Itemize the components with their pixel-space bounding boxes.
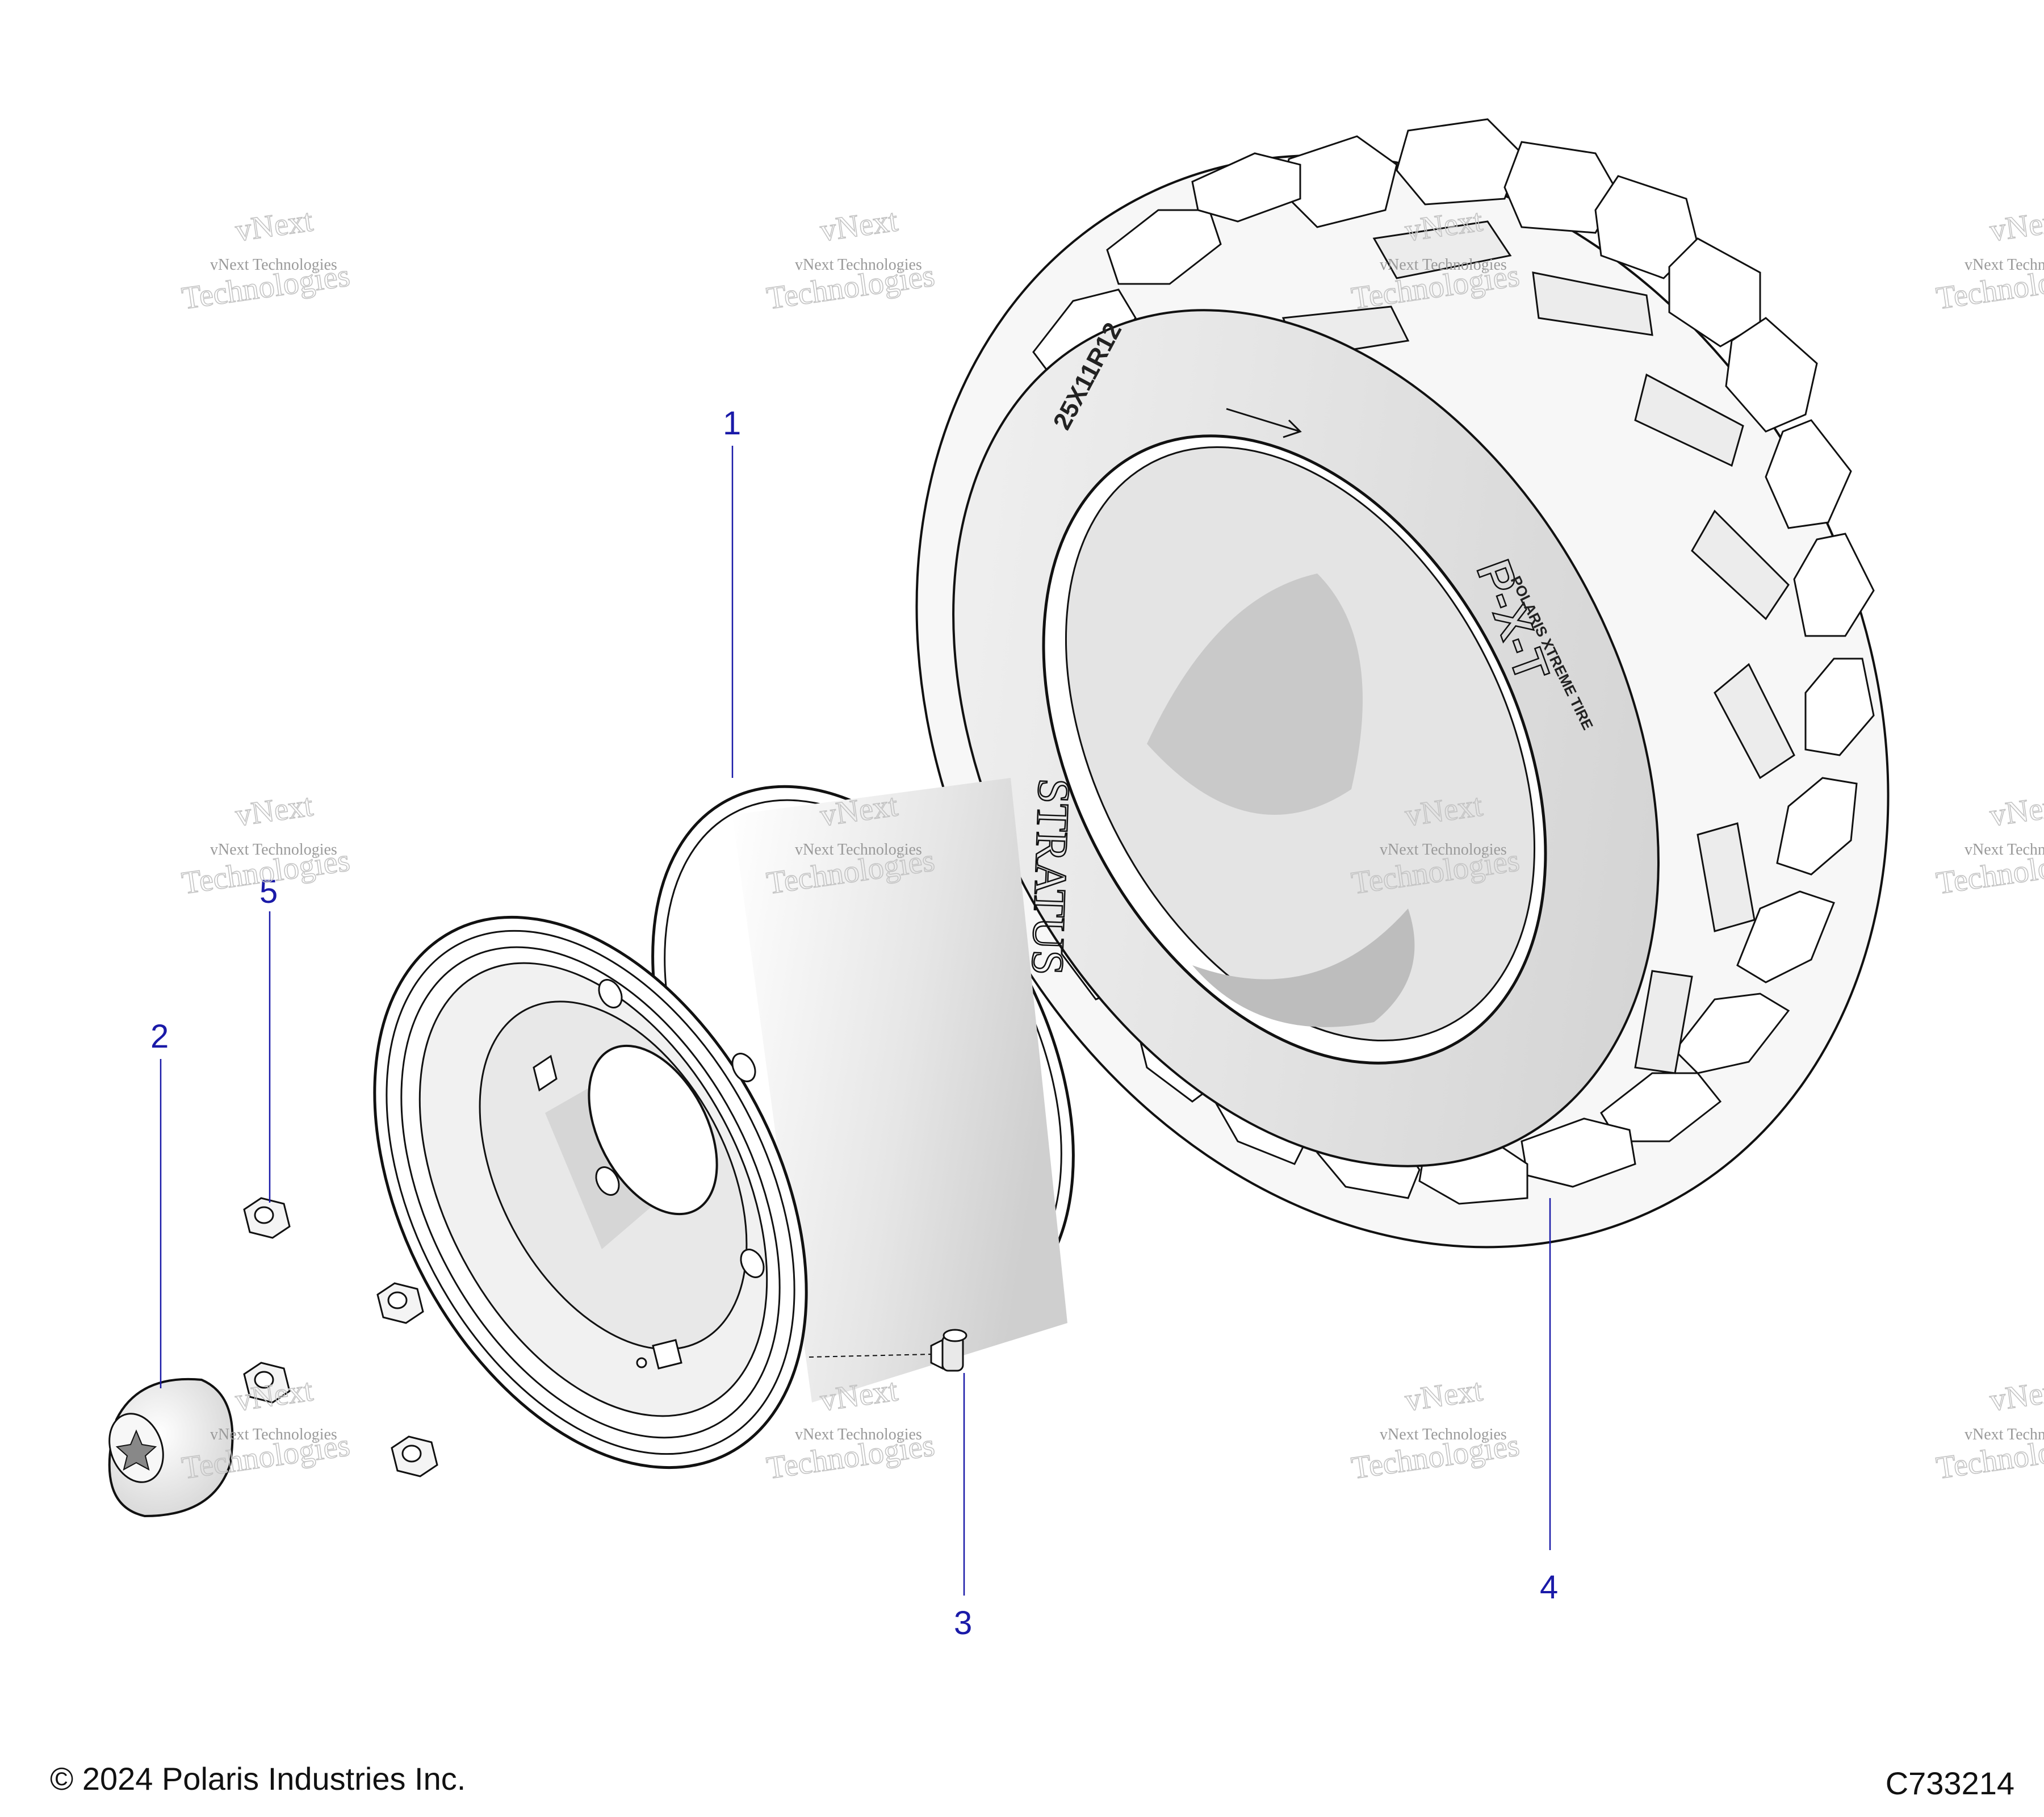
svg-text:vNext Technologies: vNext Technologies	[1965, 256, 2044, 274]
svg-text:vNext: vNext	[1988, 1372, 2044, 1418]
svg-text:vNext: vNext	[233, 788, 316, 834]
callout-5: 5	[259, 873, 278, 910]
svg-text:vNext Technologies: vNext Technologies	[1380, 841, 1507, 859]
lug-nut	[391, 1435, 438, 1477]
callout-1: 1	[723, 405, 741, 442]
watermark: vNext vNext Technologies Technologies	[1349, 1372, 1522, 1486]
callout-3: 3	[954, 1605, 972, 1642]
svg-text:vNext: vNext	[818, 203, 900, 249]
watermark: vNext vNext Technologies Technologies	[1934, 202, 2044, 316]
svg-text:vNext Technologies: vNext Technologies	[210, 1426, 337, 1443]
lug-nut	[243, 1197, 291, 1239]
leader-lines	[160, 446, 1551, 1596]
rotation-arrow	[1226, 408, 1302, 438]
svg-text:vNext Technologies: vNext Technologies	[795, 256, 922, 274]
callout-4: 4	[1540, 1569, 1558, 1606]
svg-text:vNext Technologies: vNext Technologies	[1965, 1426, 2044, 1443]
lug-nut	[376, 1282, 424, 1324]
watermark: vNext vNext Technologies Technologies	[1934, 1372, 2044, 1486]
svg-text:vNext: vNext	[1988, 203, 2044, 249]
svg-text:vNext Technologies: vNext Technologies	[210, 256, 337, 274]
polaris-star-icon	[115, 1429, 157, 1471]
copyright-notice: © 2024 Polaris Industries Inc.	[50, 1761, 466, 1797]
tread-inner-lugs	[1281, 220, 1795, 1074]
watermark: vNext vNext Technologies Technologies	[764, 1372, 937, 1486]
svg-text:vNext Technologies: vNext Technologies	[1965, 841, 2044, 859]
watermark: vNext vNext Technologies Technologies	[179, 202, 353, 316]
svg-text:vNext Technologies: vNext Technologies	[795, 1426, 922, 1443]
lug-holes	[595, 979, 765, 1278]
svg-text:vNext Technologies: vNext Technologies	[1380, 256, 1507, 274]
valve-stem	[809, 1329, 967, 1372]
svg-text:vNext: vNext	[1988, 788, 2044, 834]
center-bore	[588, 1044, 718, 1216]
lug-nuts	[243, 1197, 438, 1477]
tire-brand-marking: STRATUS	[1022, 777, 1079, 976]
center-cap	[108, 1378, 234, 1518]
drawing-number: C733214	[1885, 1765, 2014, 1801]
svg-text:vNext Technologies: vNext Technologies	[1380, 1426, 1507, 1443]
rim	[373, 778, 1075, 1469]
watermark: vNext vNext Technologies Technologies	[1934, 787, 2044, 901]
svg-text:vNext Technologies: vNext Technologies	[795, 841, 922, 859]
lug-nut	[243, 1362, 291, 1404]
callout-2: 2	[150, 1018, 169, 1055]
watermark: vNext vNext Technologies Technologies	[764, 202, 937, 316]
svg-text:vNext: vNext	[1403, 1372, 1485, 1418]
callout-labels: 1 2 3 4 5	[150, 405, 1558, 1642]
svg-text:vNext: vNext	[233, 203, 316, 249]
svg-text:vNext Technologies: vNext Technologies	[210, 841, 337, 859]
watermark: vNext vNext Technologies Technologies	[179, 787, 353, 901]
tire: 25X11R12 STRATUS P-X-T POLARIS XTREME TI…	[915, 118, 1890, 1249]
